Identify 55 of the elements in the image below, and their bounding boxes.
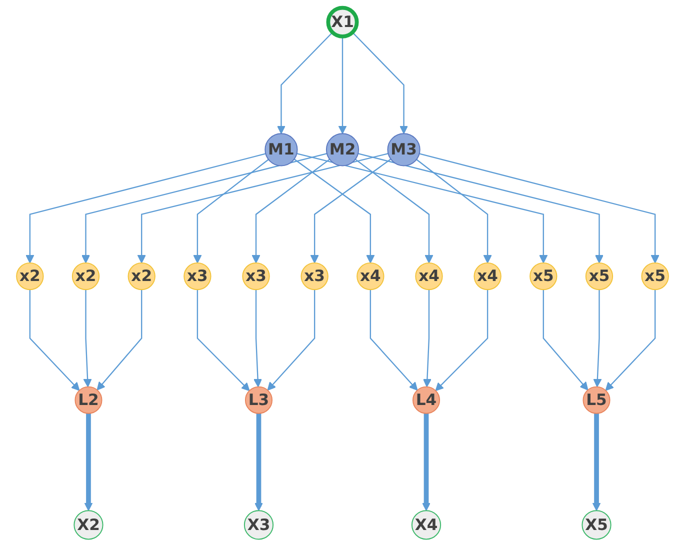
arrow <box>29 290 80 391</box>
node-circle: x3 <box>242 262 270 290</box>
arrow <box>338 36 347 134</box>
arrow <box>254 413 264 511</box>
node-circle: x3 <box>300 262 328 290</box>
node-circle: X4 <box>411 510 442 540</box>
arrow <box>422 290 432 388</box>
node-circle: M3 <box>387 133 420 166</box>
arrow <box>276 32 333 134</box>
arrow <box>254 290 262 388</box>
node-circle: L3 <box>244 386 272 414</box>
arrow <box>422 413 431 511</box>
arrow <box>355 158 434 264</box>
arrow <box>593 290 602 388</box>
arrow <box>419 153 660 264</box>
node-circle: x2 <box>72 262 100 290</box>
node-circle: M2 <box>326 133 360 166</box>
arrow <box>81 153 328 264</box>
arrow <box>137 152 388 264</box>
node-circle: x4 <box>356 262 384 290</box>
arrow <box>592 413 601 511</box>
arrow <box>96 290 142 390</box>
node-circle: X3 <box>244 510 274 540</box>
node-circle: X5 <box>582 510 612 540</box>
arrow <box>294 158 375 264</box>
arrow <box>542 290 588 390</box>
arrow <box>193 159 269 264</box>
arrow <box>26 153 266 264</box>
arrow <box>358 153 604 264</box>
arrow <box>84 413 93 511</box>
node-circle: x2 <box>128 262 156 290</box>
node-circle: x5 <box>585 262 614 290</box>
arrow <box>83 290 92 388</box>
arrow <box>252 158 330 264</box>
node-circle: x3 <box>184 262 212 290</box>
arrow <box>296 152 548 264</box>
arrow <box>416 159 492 264</box>
node-circle: L5 <box>582 386 610 414</box>
arrow <box>435 290 488 392</box>
node-circle: x2 <box>16 262 44 290</box>
node-circle: X2 <box>74 510 104 540</box>
node-circle: x5 <box>641 262 669 290</box>
node-circle: x4 <box>415 262 443 290</box>
arrow <box>196 290 250 392</box>
arrow <box>605 290 656 391</box>
arrow <box>352 32 408 134</box>
arrow <box>267 290 316 391</box>
arrow <box>370 290 418 391</box>
node-circle: x5 <box>530 262 558 290</box>
node-circle: L4 <box>412 386 440 414</box>
arrow <box>310 158 392 264</box>
node-circle: x4 <box>474 262 502 290</box>
node-circle: M1 <box>264 133 298 166</box>
node-circle: L2 <box>74 386 102 414</box>
node-circle: X1 <box>326 6 359 38</box>
